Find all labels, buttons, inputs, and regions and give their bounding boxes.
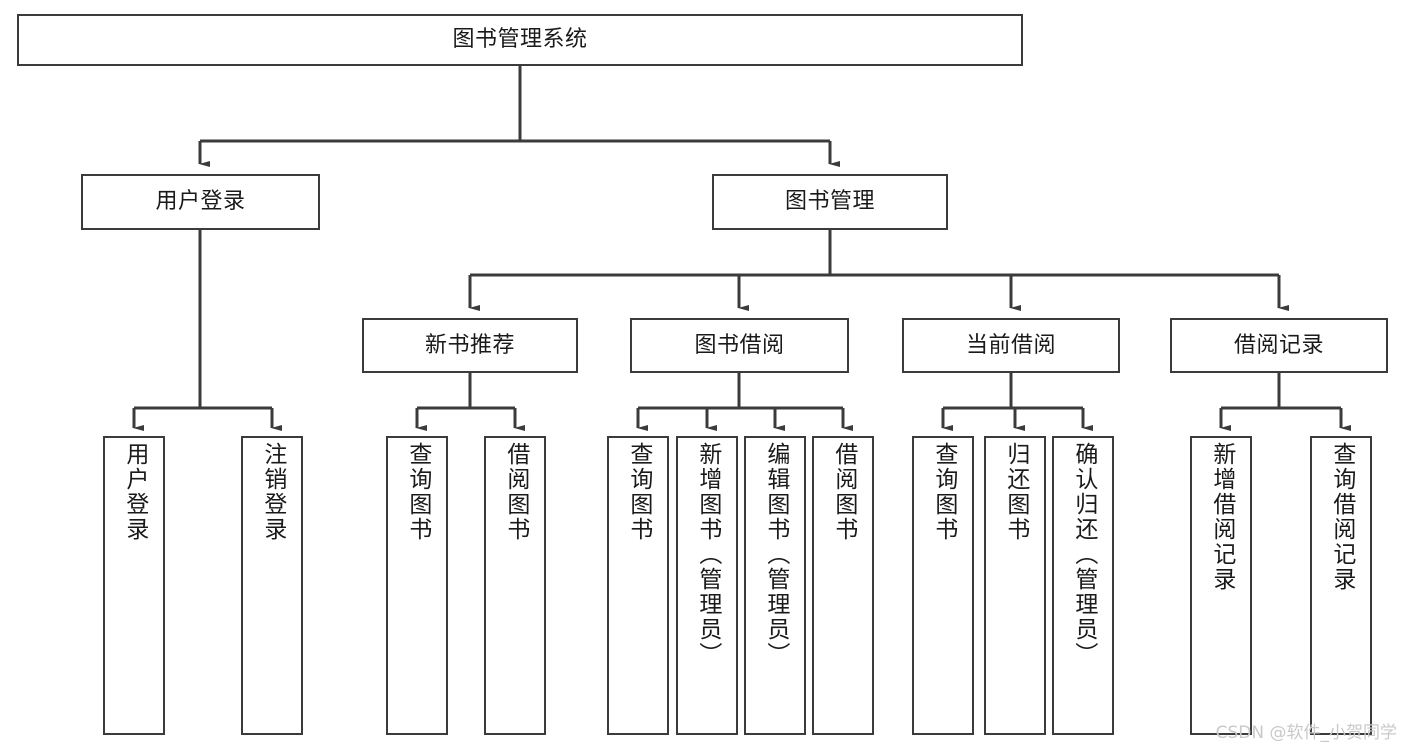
leaf-borrow-book-2-label: 借阅图书	[830, 442, 857, 542]
node-book-borrow[interactable]: 图书借阅	[630, 318, 849, 373]
node-new-book-recommend[interactable]: 新书推荐	[362, 318, 578, 373]
leaf-borrow-book-1[interactable]: 借阅图书	[484, 436, 546, 735]
node-book-admin-label: 图书管理	[784, 189, 875, 215]
leaf-add-borrow-record-label: 新增借阅记录	[1208, 442, 1235, 592]
leaf-add-book-label: 新增图书（管理员）	[694, 442, 721, 667]
leaf-confirm-return-label: 确认归还（管理员）	[1070, 442, 1097, 667]
csdn-watermark: CSDN @软件_小贺同学	[1215, 723, 1397, 743]
node-current-borrow[interactable]: 当前借阅	[902, 318, 1120, 373]
node-book-admin[interactable]: 图书管理	[712, 174, 948, 230]
leaf-query-book-1[interactable]: 查询图书	[386, 436, 448, 735]
node-borrow-record-label: 借阅记录	[1233, 332, 1324, 358]
leaf-borrow-book-2[interactable]: 借阅图书	[812, 436, 874, 735]
node-user-login-label: 用户登录	[155, 189, 246, 215]
leaf-query-book-2[interactable]: 查询图书	[607, 436, 669, 735]
node-new-book-recommend-label: 新书推荐	[424, 332, 515, 358]
node-current-borrow-label: 当前借阅	[965, 332, 1056, 358]
node-borrow-record[interactable]: 借阅记录	[1170, 318, 1388, 373]
node-book-borrow-label: 图书借阅	[694, 332, 785, 358]
leaf-query-borrow-record[interactable]: 查询借阅记录	[1310, 436, 1372, 735]
leaf-return-book-label: 归还图书	[1002, 442, 1029, 542]
leaf-borrow-book-1-label: 借阅图书	[502, 442, 529, 542]
leaf-user-login[interactable]: 用户登录	[103, 436, 165, 735]
leaf-user-login-label: 用户登录	[121, 442, 148, 542]
leaf-confirm-return[interactable]: 确认归还（管理员）	[1052, 436, 1114, 735]
node-user-login[interactable]: 用户登录	[81, 174, 320, 230]
leaf-logout-label: 注销登录	[259, 442, 286, 542]
leaf-logout[interactable]: 注销登录	[241, 436, 303, 735]
leaf-edit-book[interactable]: 编辑图书（管理员）	[744, 436, 806, 735]
leaf-query-book-1-label: 查询图书	[404, 442, 431, 542]
leaf-query-borrow-record-label: 查询借阅记录	[1328, 442, 1355, 592]
leaf-query-book-3-label: 查询图书	[930, 442, 957, 542]
leaf-return-book[interactable]: 归还图书	[984, 436, 1046, 735]
node-root[interactable]: 图书管理系统	[17, 14, 1023, 66]
leaf-query-book-3[interactable]: 查询图书	[912, 436, 974, 735]
leaf-add-book[interactable]: 新增图书（管理员）	[676, 436, 738, 735]
leaf-edit-book-label: 编辑图书（管理员）	[762, 442, 789, 667]
leaf-query-book-2-label: 查询图书	[625, 442, 652, 542]
node-root-label: 图书管理系统	[452, 27, 588, 53]
leaf-add-borrow-record[interactable]: 新增借阅记录	[1190, 436, 1252, 735]
